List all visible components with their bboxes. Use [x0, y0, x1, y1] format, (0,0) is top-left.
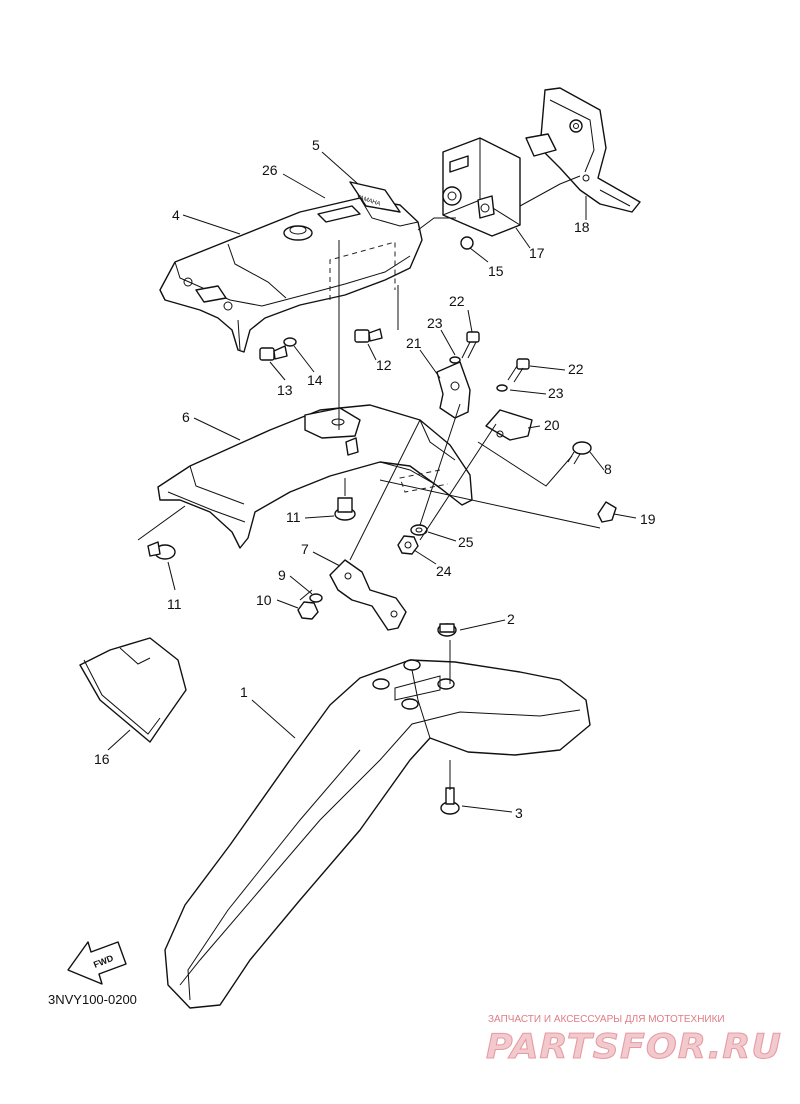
callout-9: 9 — [278, 567, 286, 583]
callout-6: 6 — [182, 409, 190, 425]
callout-22-upper: 22 — [449, 293, 465, 309]
callout-16: 16 — [94, 751, 110, 767]
callout-21: 21 — [406, 335, 422, 351]
bolt-22-upper — [461, 331, 480, 359]
bolt-11-upper — [334, 497, 356, 521]
part-17-tail-light — [417, 137, 521, 250]
washer-23-upper — [449, 356, 461, 364]
callout-14: 14 — [307, 372, 323, 388]
bolt-11-lower — [147, 541, 176, 560]
part-18-bracket — [519, 87, 641, 213]
callout-18: 18 — [574, 219, 590, 235]
callout-8: 8 — [604, 461, 612, 477]
callout-15: 15 — [488, 263, 504, 279]
part-20-plate — [485, 409, 533, 441]
callout-26: 26 — [262, 162, 278, 178]
callout-7: 7 — [301, 541, 309, 557]
callout-1: 1 — [240, 684, 248, 700]
grommet-19 — [597, 501, 617, 523]
callout-23-lower: 23 — [548, 385, 564, 401]
part-7-bracket — [329, 559, 407, 631]
callout-20: 20 — [544, 417, 560, 433]
nut-24 — [397, 535, 419, 555]
callout-17: 17 — [529, 245, 545, 261]
callout-13: 13 — [277, 382, 293, 398]
washer-14 — [283, 337, 297, 347]
nut-10 — [297, 601, 319, 620]
watermark-subtitle: ЗАПЧАСТИ И АКСЕССУАРЫ ДЛЯ МОТОТЕХНИКИ — [488, 1014, 725, 1025]
watermark-logo: PARTSFOR.RU — [486, 1027, 782, 1067]
part-16-flap — [79, 637, 187, 743]
part-21-bracket — [436, 361, 471, 419]
callout-22-lower: 22 — [568, 361, 584, 377]
watermark: ЗАПЧАСТИ И АКСЕССУАРЫ ДЛЯ МОТОТЕХНИКИ PA… — [486, 1014, 782, 1068]
callout-19: 19 — [640, 511, 656, 527]
diagram-code: 3NVY100-0200 — [48, 992, 137, 1007]
bolt-22-lower — [507, 358, 530, 383]
assembly-lines — [137, 240, 601, 790]
bolt-3 — [440, 787, 460, 815]
bolt-13 — [259, 345, 288, 361]
callout-24: 24 — [436, 563, 452, 579]
part-4-rear-cover: YAMAHA — [159, 181, 423, 353]
fwd-arrow-icon: FWD — [67, 941, 127, 985]
callout-leaders — [107, 151, 637, 813]
callout-labels: 1 2 3 4 5 26 6 7 9 10 11 11 12 13 14 15 … — [94, 137, 656, 821]
screw-8 — [567, 441, 592, 465]
callout-11-upper: 11 — [286, 509, 301, 525]
callout-4: 4 — [172, 207, 180, 223]
callout-12: 12 — [376, 357, 392, 373]
callout-5: 5 — [312, 137, 320, 153]
bolt-12 — [354, 328, 383, 343]
callout-25: 25 — [458, 534, 474, 550]
callout-3: 3 — [515, 805, 523, 821]
callout-11-lower: 11 — [167, 596, 182, 612]
part-6-rear-fender — [157, 404, 473, 549]
callout-2: 2 — [507, 611, 515, 627]
bolt-2 — [437, 623, 457, 637]
part-1-front-fender — [164, 659, 591, 1009]
washer-9 — [309, 593, 323, 603]
washer-23-lower — [496, 384, 508, 392]
callout-23-upper: 23 — [427, 315, 443, 331]
part-15-grommet — [460, 236, 474, 250]
callout-10: 10 — [256, 592, 272, 608]
